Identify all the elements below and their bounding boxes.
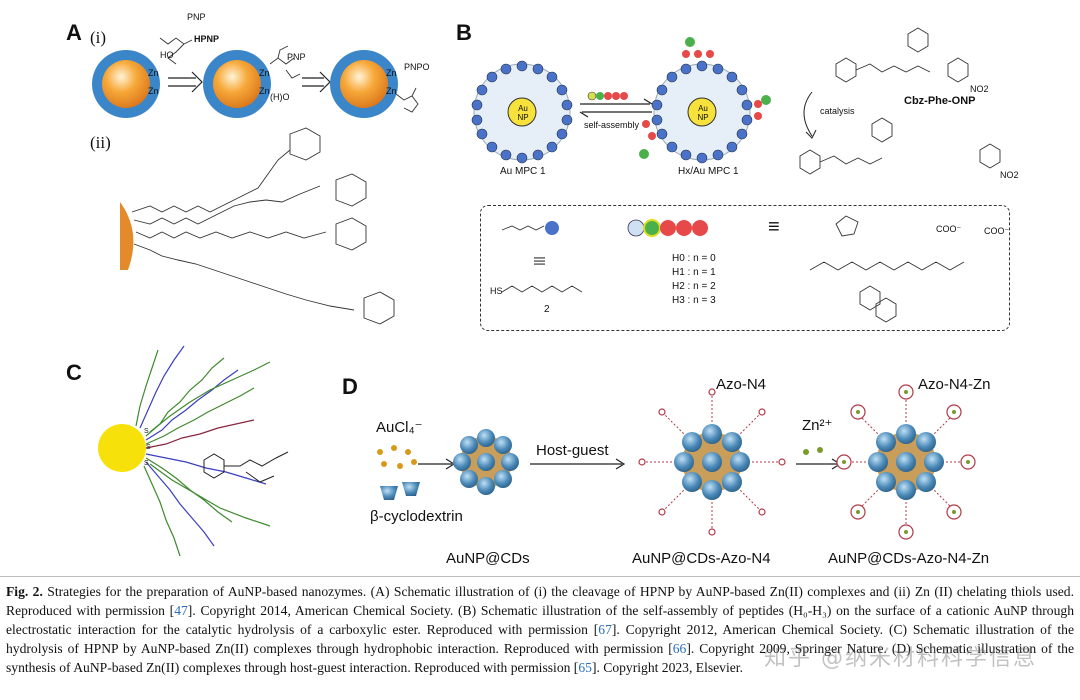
peptide-h2: H2 : n = 2	[672, 281, 716, 292]
au-mpc-1-label: Au MPC 1	[500, 166, 546, 177]
peptide-legend-graphics	[501, 215, 965, 323]
aunp-particle-1	[92, 50, 160, 118]
caption-part-1: Strategies for the preparation of AuNP-b…	[6, 584, 1074, 618]
zn-label-6: Zn	[386, 86, 397, 96]
panel-a-sub-i: (i)	[90, 28, 107, 47]
panel-d-scheme	[377, 384, 976, 540]
s-label-3: S	[144, 460, 149, 467]
panel-b-label: B	[456, 20, 472, 45]
caption-part-4: ]. Copyright 2009, Springer Nature. (D) …	[6, 641, 1075, 675]
pnp-label-1: PNP	[187, 12, 206, 22]
host-guest-label: Host-guest	[536, 442, 609, 459]
aunp-particle-2	[203, 50, 271, 118]
caption-divider	[0, 576, 1080, 577]
cbz-phe-onp-label: Cbz-Phe-ONP	[904, 95, 976, 107]
aucl4-dots	[377, 445, 417, 469]
peptide-structure	[809, 215, 965, 323]
caption-ref-47[interactable]: 47	[174, 603, 188, 618]
caption-ref-67[interactable]: 67	[598, 622, 612, 637]
no2-label-1: NO2	[970, 84, 989, 94]
peptide-legend-box	[480, 205, 1010, 331]
thiol-2-label: 2	[544, 304, 550, 315]
cbz-phe-onp-structure	[835, 27, 969, 83]
peptide-h3: H3 : n = 3	[672, 295, 716, 306]
figure-caption: Fig. 2. Strategies for the preparation o…	[6, 582, 1074, 677]
panel-a-sub-ii: (ii)	[90, 133, 111, 152]
zn-label-2: Zn	[148, 86, 159, 96]
watermark-text: 知乎 @纳米材料科学信息	[764, 646, 1037, 671]
zn2-label: Zn²⁺	[802, 417, 833, 434]
caption-fig-label: Fig. 2.	[6, 584, 43, 599]
aunp-cds-particle	[453, 429, 519, 495]
hx-au-mpc-1-label: Hx/Au MPC 1	[678, 166, 739, 177]
aunp-cds-azo-zn-label: AuNP@CDs-Azo-N4-Zn	[828, 550, 990, 567]
au-mpc-1	[471, 60, 573, 164]
catalysis-label: catalysis	[820, 106, 855, 116]
self-assembly-label: self-assembly	[584, 120, 640, 130]
aunp-cds-label: AuNP@CDs	[446, 550, 530, 567]
aucl4-label: AuCl₄⁻	[376, 419, 423, 436]
aunp-cds-azo-particle	[638, 388, 786, 536]
caption-part-2: ]. Copyright 2014, American Chemical Soc…	[6, 603, 1074, 637]
hs-label: HS	[490, 286, 503, 296]
hpnp-complex	[203, 451, 289, 483]
au-np-label-1: Au NP	[517, 104, 529, 122]
zn-label-3: Zn	[259, 68, 270, 78]
equiv-symbol: ≡	[768, 216, 780, 238]
peptide-hx-legend	[627, 219, 708, 237]
zn-label-5: Zn	[386, 68, 397, 78]
product-structure	[799, 117, 1001, 175]
caption-part-3: ]. Copyright 2012, American Chemical Soc…	[6, 622, 1074, 656]
cyclen-ring-4	[363, 291, 395, 325]
h-o-label: (H)O	[270, 92, 290, 102]
cyclen-ring-1	[289, 127, 321, 161]
s-label-2: S	[146, 444, 151, 451]
aunp-cds-azo-label: AuNP@CDs-Azo-N4	[632, 550, 771, 567]
cyclen-ring-2	[335, 173, 367, 207]
panel-d-label: D	[342, 374, 358, 399]
beta-cd-cups	[380, 482, 420, 500]
hpnp-label: HPNP	[194, 34, 220, 44]
panel-c-scheme	[98, 345, 289, 557]
panel-c-label: C	[66, 360, 82, 385]
coo-label-1: COO⁻	[936, 224, 962, 234]
peptide-h0: H0 : n = 0	[672, 253, 716, 264]
s-label-1: S	[144, 428, 149, 435]
peptide-on-arrow	[587, 91, 628, 101]
zn-label-1: Zn	[148, 68, 159, 78]
panel-d: D AuCl₄⁻ β-cyclodextrin Host-guest Azo-N…	[340, 340, 1080, 576]
pnp-label-2: PNP	[287, 52, 306, 62]
au-np-label-2: Au NP	[697, 104, 709, 122]
zn-label-4: Zn	[259, 86, 270, 96]
azo-n4-zn-label: Azo-N4-Zn	[918, 376, 991, 393]
beta-cd-label: β-cyclodextrin	[370, 508, 463, 525]
panel-a-scheme-i	[92, 37, 419, 118]
ho-label: HO	[160, 50, 174, 60]
panel-c: C S S S	[0, 340, 340, 576]
panel-a-thiols-ii	[120, 127, 395, 325]
panel-a-label: A	[66, 20, 82, 45]
azo-n4-label: Azo-N4	[716, 376, 767, 393]
caption-ref-65[interactable]: 65	[578, 660, 592, 675]
panel-b-scheme	[471, 27, 1001, 175]
hx-au-mpc-1	[639, 37, 771, 164]
panel-a: A (i) (ii)	[0, 0, 440, 340]
cyclen-ring-3	[335, 217, 367, 251]
aunp-particle-3	[330, 50, 398, 118]
peptide-list: H0 : n = 0 H1 : n = 1 H2 : n = 2 H3 : n …	[672, 252, 716, 308]
gold-nanoparticle	[98, 424, 146, 472]
caption-part-5: ]. Copyright 2023, Elsevier.	[591, 660, 743, 675]
no2-label-2: NO2	[1000, 170, 1019, 180]
parallel-symbol: |||	[533, 256, 548, 266]
pnpo-label: PNPO	[404, 62, 430, 72]
peptide-h1: H1 : n = 1	[672, 267, 716, 278]
aunp-cds-azo-zn-particle	[836, 384, 976, 540]
coo-label-2: COO⁻	[984, 226, 1010, 236]
panel-b: B	[440, 0, 1080, 340]
caption-ref-66[interactable]: 66	[672, 641, 687, 656]
